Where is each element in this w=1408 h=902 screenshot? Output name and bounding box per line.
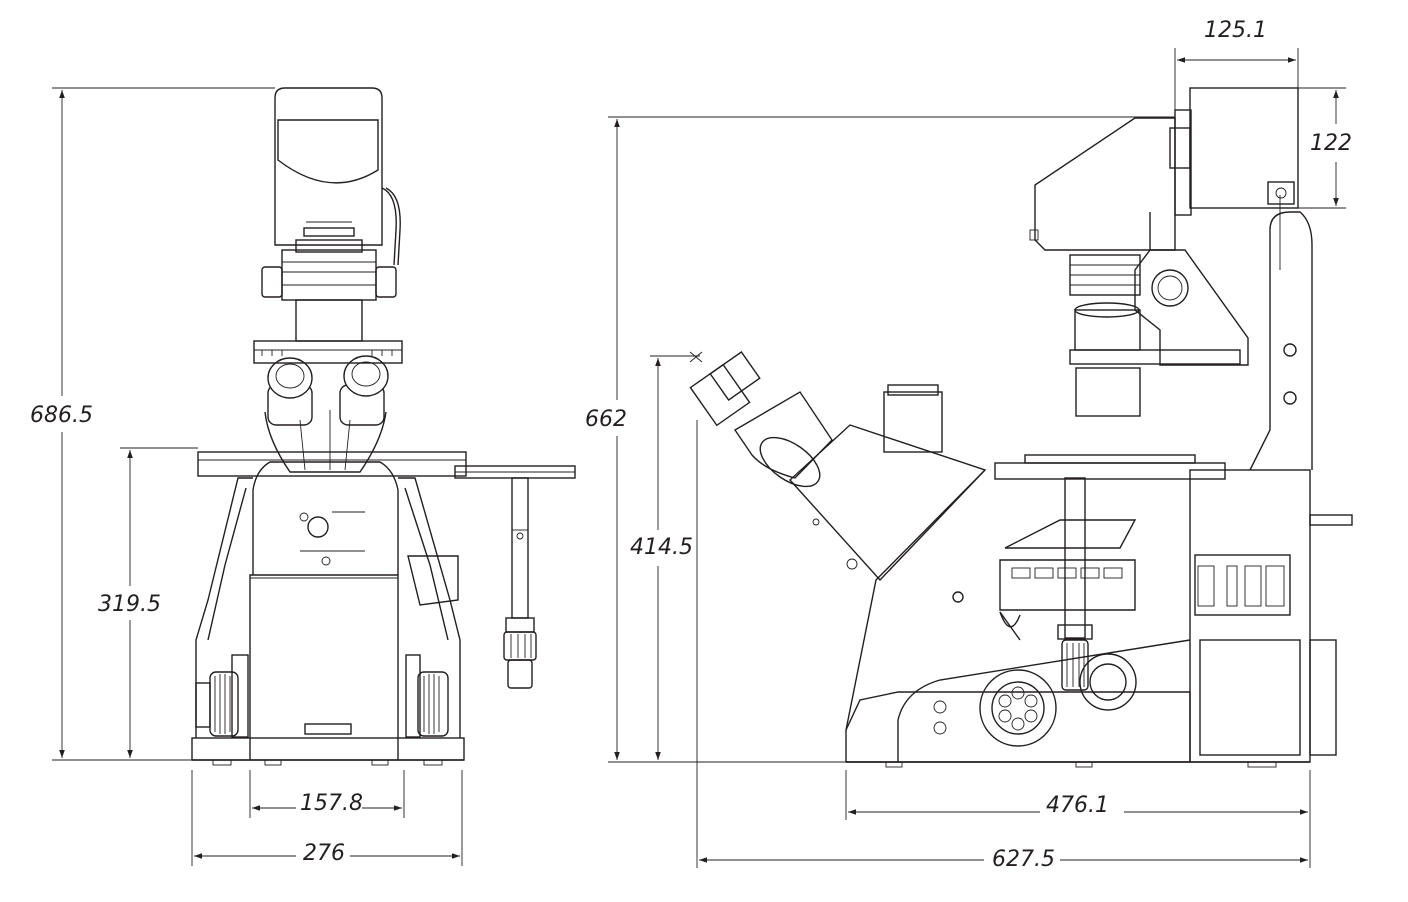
side-view (689, 87, 1353, 768)
dim-side-top-width: 125.1 (1204, 18, 1267, 43)
dim-side-height: 662 (585, 407, 627, 432)
dim-front-height: 686.5 (30, 403, 93, 428)
dimension-lines (52, 48, 1346, 868)
dim-front-base-width: 276 (303, 841, 345, 866)
dimension-labels: 686.5 319.5 157.8 276 125.1 122 662 414.… (30, 18, 1352, 872)
dim-side-total-depth: 627.5 (992, 847, 1055, 872)
dim-side-top-height: 122 (1310, 131, 1352, 156)
dim-front-stage-height: 319.5 (98, 592, 161, 617)
dim-side-eyepiece-height: 414.5 (630, 535, 693, 560)
dim-side-base-width: 476.1 (1046, 793, 1109, 818)
dim-front-base-inner-width: 157.8 (300, 791, 363, 816)
front-view (191, 87, 576, 766)
